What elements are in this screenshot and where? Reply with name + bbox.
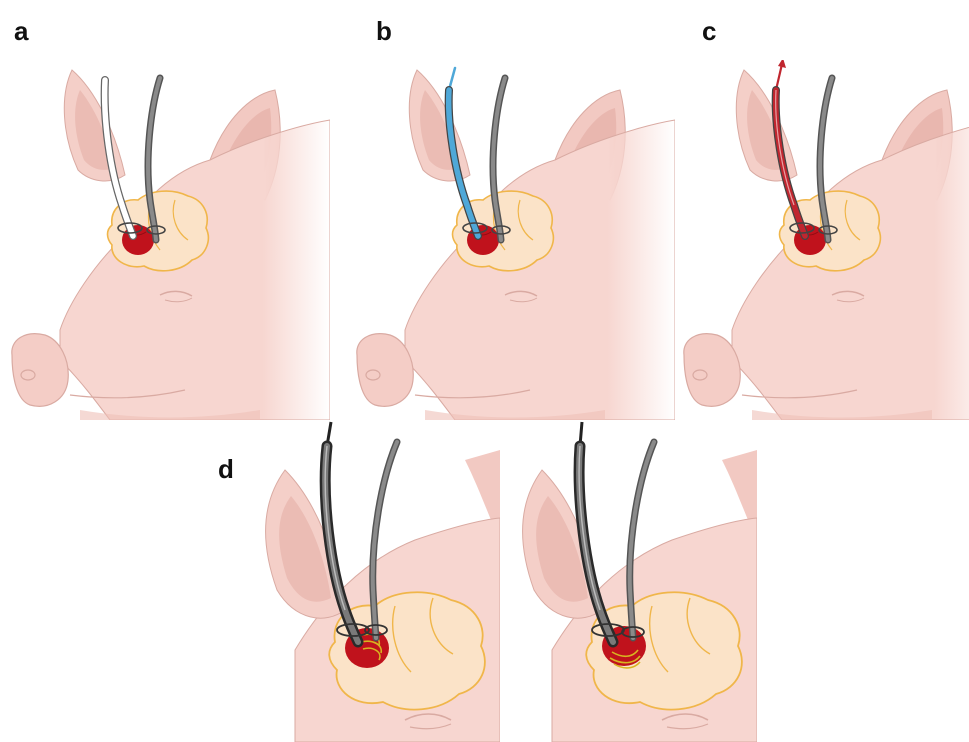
panel-label-c: c	[702, 18, 716, 44]
outflow-arrow-icon	[778, 60, 786, 68]
panel-a-illustration	[0, 60, 330, 420]
panel-label-a: a	[14, 18, 28, 44]
panel-label-d: d	[218, 456, 234, 482]
panel-b-illustration	[345, 60, 675, 420]
panel-c-illustration	[672, 60, 969, 420]
panel-d-right-illustration	[512, 420, 757, 742]
panel-label-b: b	[376, 18, 392, 44]
panel-d-left-illustration	[255, 420, 500, 742]
